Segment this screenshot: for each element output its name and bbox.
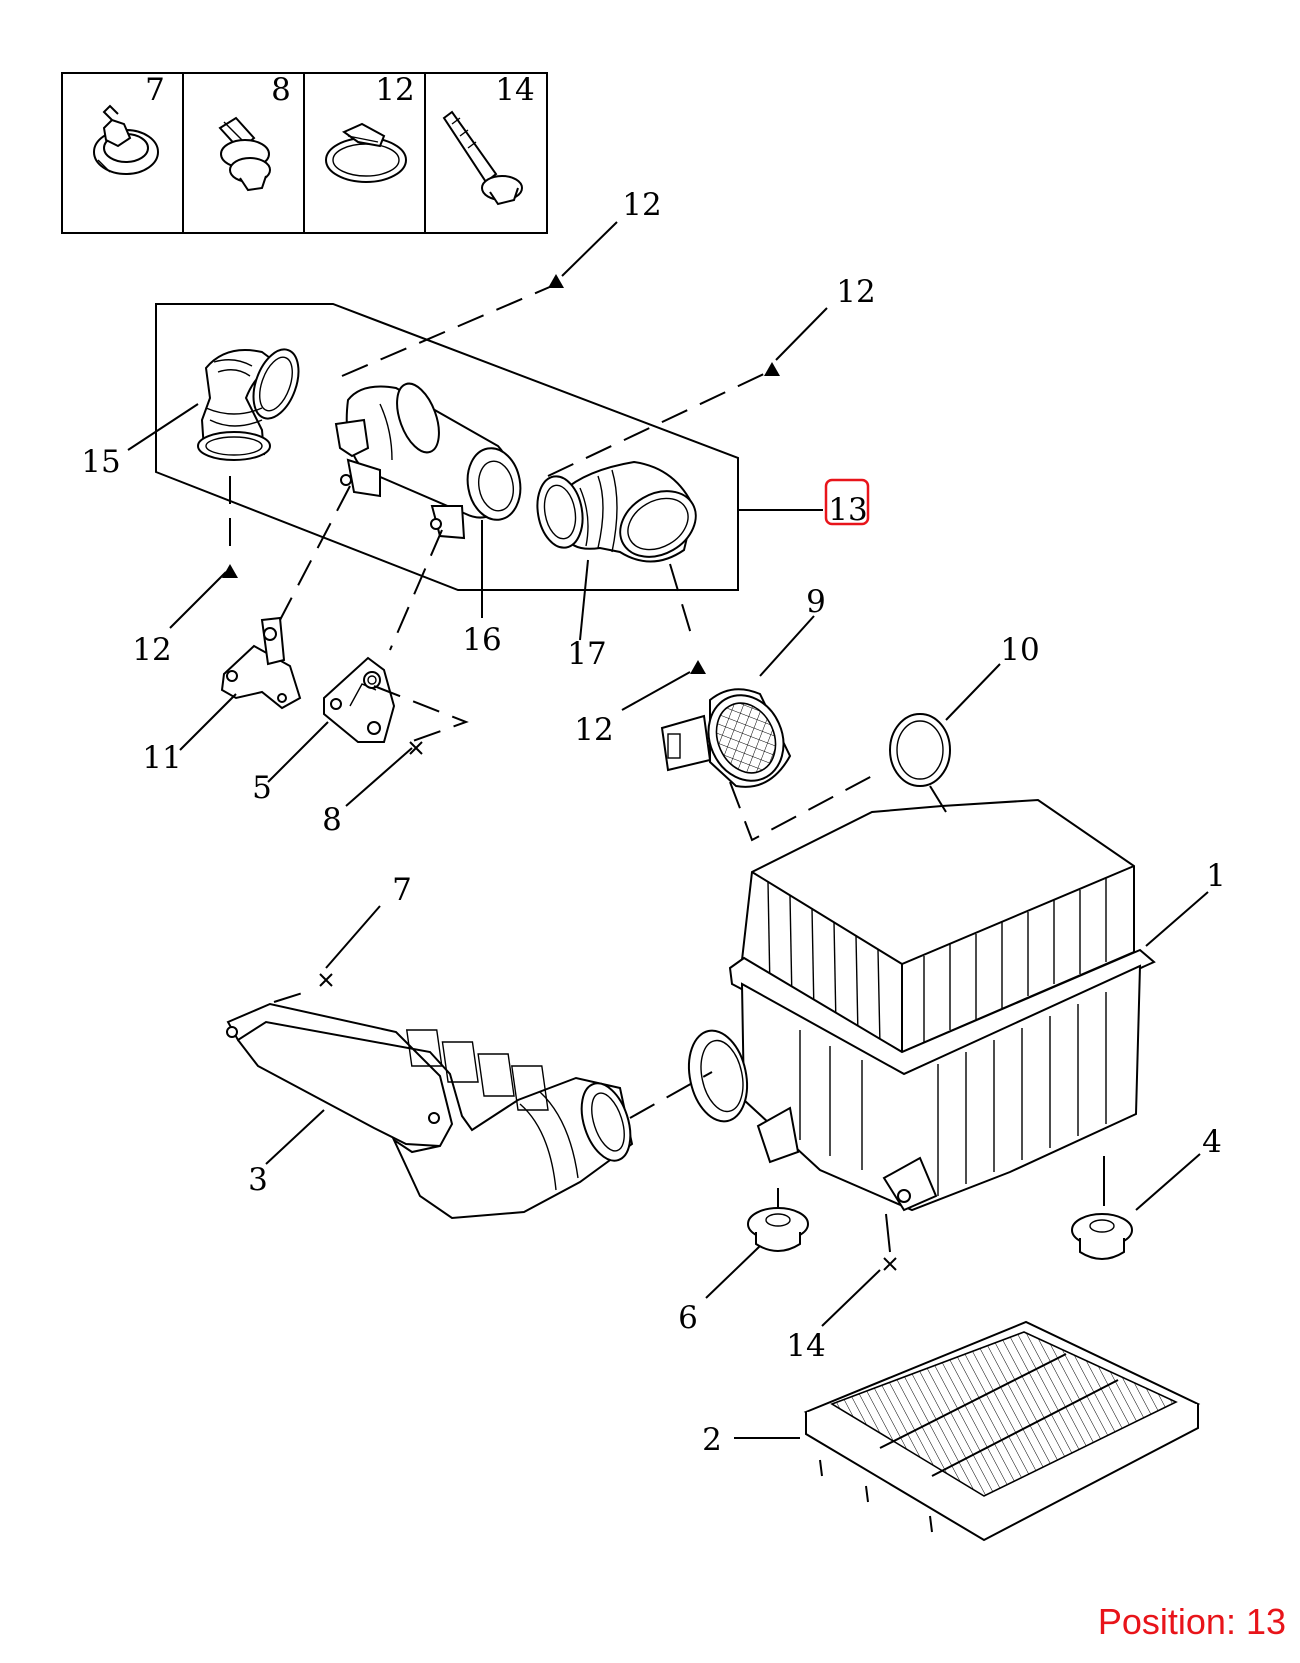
callout-16: 16 [462, 622, 501, 658]
callout-leaders [127, 221, 1209, 1439]
dashed-assembly-lines [229, 285, 1105, 1253]
callout-6: 6 [678, 1300, 698, 1336]
clamp-markers [222, 274, 780, 674]
legend-label-7: 7 [145, 72, 165, 108]
callout-12-a: 12 [622, 187, 661, 223]
grommet-4 [1071, 1213, 1133, 1260]
push-clip-icon [93, 104, 159, 175]
bracket-11 [220, 616, 302, 710]
callout-11: 11 [142, 740, 181, 776]
callout-17: 17 [567, 636, 606, 672]
legend-label-14: 14 [495, 72, 534, 108]
callout-7: 7 [392, 872, 412, 908]
callout-13[interactable]: 13 [828, 492, 867, 528]
callout-2: 2 [702, 1422, 722, 1458]
callout-9: 9 [806, 584, 826, 620]
callout-12-c: 12 [132, 632, 171, 668]
legend-label-12: 12 [375, 72, 414, 108]
callout-12-b: 12 [836, 274, 875, 310]
flange-bolt-icon [442, 110, 523, 206]
callout-8: 8 [322, 802, 342, 838]
callout-1: 1 [1206, 858, 1226, 894]
air-filter-2 [803, 1320, 1201, 1542]
position-indicator: Position: 13 [1097, 1601, 1286, 1642]
screw-grommet-icon [218, 116, 271, 192]
air-cleaner-housing-1 [687, 798, 1156, 1212]
callout-5: 5 [252, 770, 272, 806]
o-ring-10 [889, 713, 951, 787]
callout-labels: 12 12 15 12 16 17 9 10 12 11 5 8 7 1 3 4… [81, 187, 1226, 1458]
resonator-16 [334, 382, 522, 540]
callout-14: 14 [786, 1328, 825, 1364]
highlight-box [824, 478, 870, 526]
legend-label-8: 8 [271, 72, 291, 108]
hose-17 [536, 460, 697, 563]
callout-15: 15 [81, 444, 120, 480]
callout-4: 4 [1202, 1124, 1222, 1160]
callout-10: 10 [1000, 632, 1039, 668]
fastener-legend: 7 8 12 14 [61, 72, 548, 234]
grommet-6 [747, 1207, 809, 1252]
maf-sensor-9 [660, 688, 792, 788]
bracket-5 [323, 656, 396, 743]
elbow-coupler-15 [197, 348, 300, 461]
kit-outline-13 [155, 303, 823, 591]
intake-duct-3 [226, 1002, 634, 1220]
callout-12-d: 12 [574, 712, 613, 748]
fastener-markers [319, 741, 897, 1271]
hose-clamp-icon [325, 122, 407, 183]
callout-3: 3 [248, 1162, 268, 1198]
